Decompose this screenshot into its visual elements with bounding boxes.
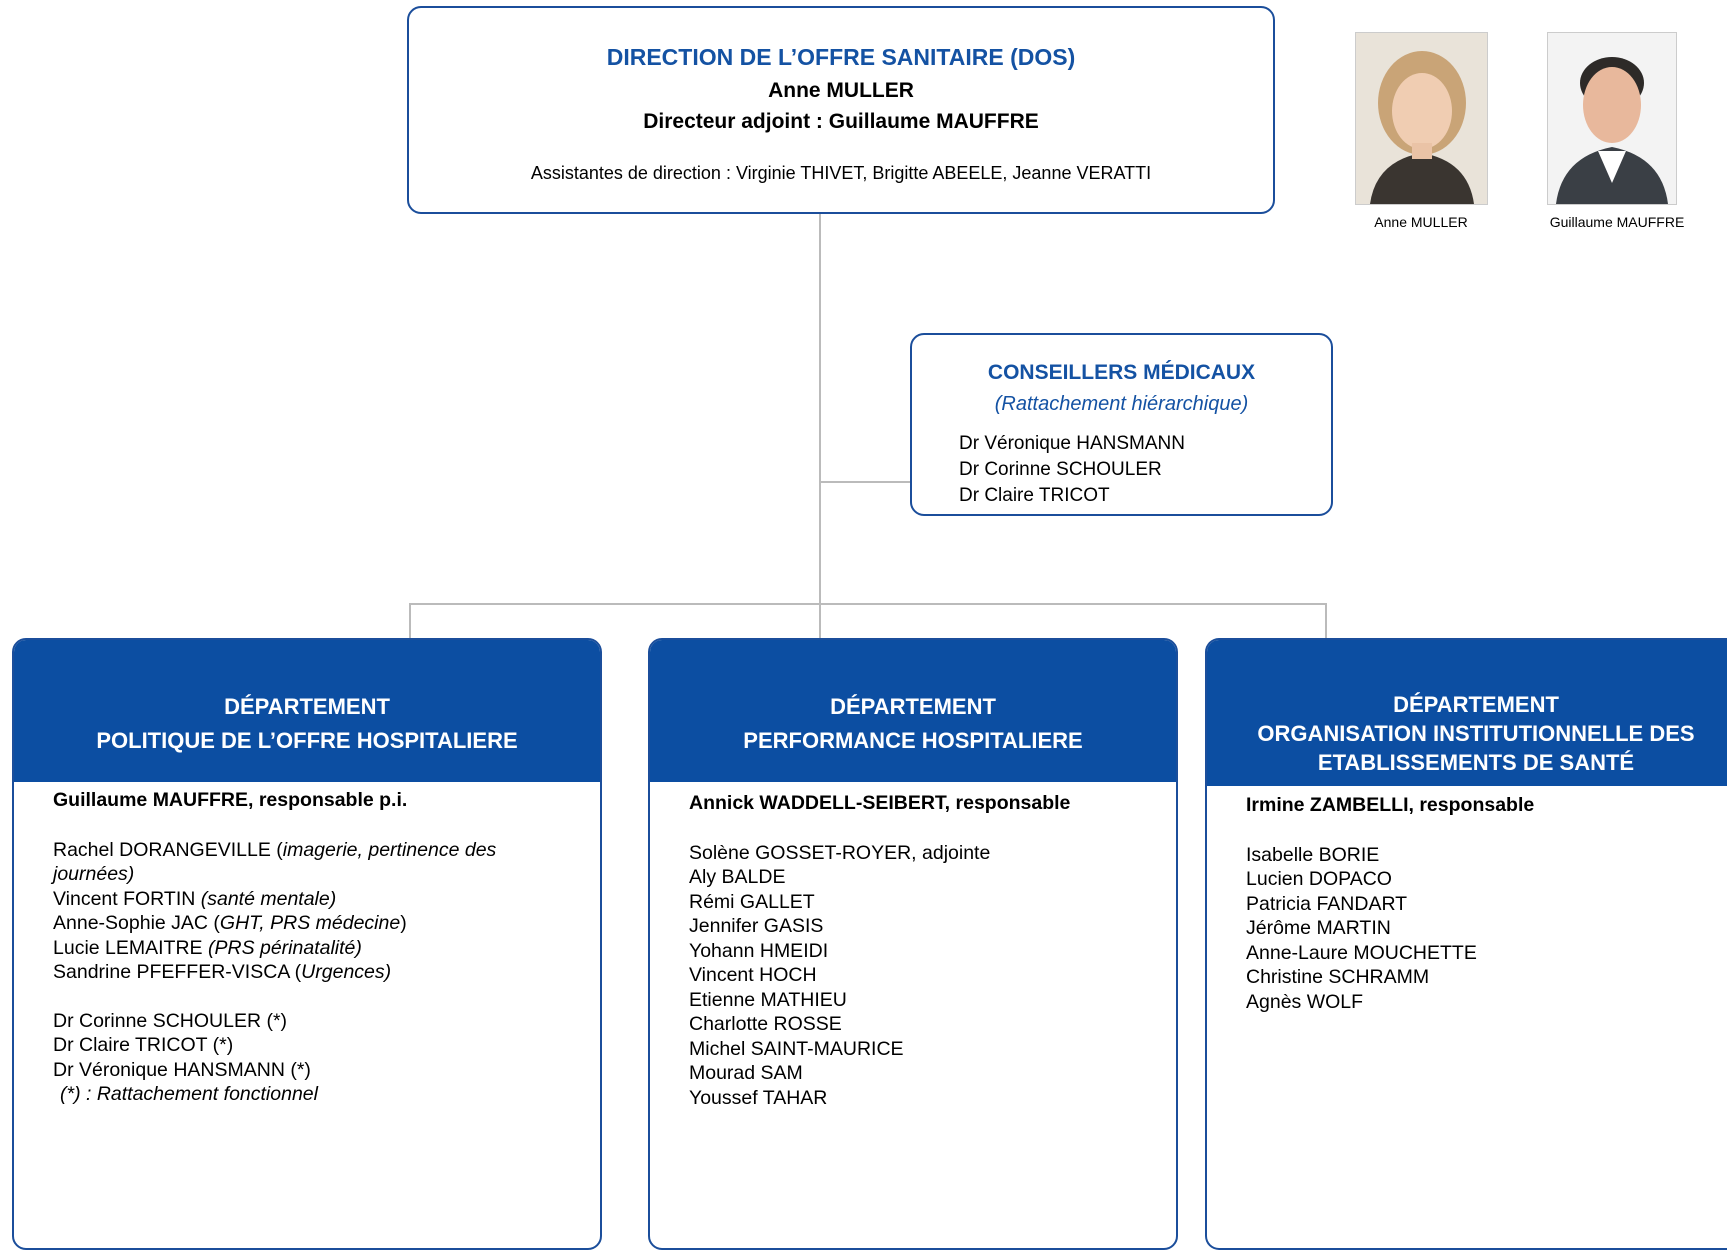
list-item: Youssef TAHAR bbox=[689, 1086, 828, 1109]
department-performance: DÉPARTEMENT PERFORMANCE HOSPITALIERE Ann… bbox=[648, 638, 1178, 1250]
list-item: Christine SCHRAMM bbox=[1246, 966, 1430, 988]
department-title-line: ORGANISATION INSTITUTIONNELLE DES bbox=[1257, 721, 1695, 746]
list-item: Jennifer GASIS bbox=[689, 915, 824, 937]
list-item: Charlotte ROSSE bbox=[689, 1013, 842, 1035]
portrait-man-icon bbox=[1548, 33, 1676, 204]
direction-box: DIRECTION DE L’OFFRE SANITAIRE (DOS) Ann… bbox=[407, 6, 1275, 214]
deputy-director: Directeur adjoint : Guillaume MAUFFRE bbox=[409, 110, 1273, 134]
list-item: Rémi GALLET bbox=[689, 890, 815, 913]
list-item: Vincent FORTIN (santé mentale) bbox=[53, 887, 337, 910]
list-item: Dr Corinne SCHOULER bbox=[959, 459, 1162, 480]
department-title-line: ETABLISSEMENTS DE SANTÉ bbox=[1317, 750, 1635, 775]
medical-advisors-subtitle: (Rattachement hiérarchique) bbox=[994, 393, 1249, 415]
connector-dept3 bbox=[1325, 603, 1327, 638]
medical-advisors-box: CONSEILLERS MÉDICAUX (Rattachement hiéra… bbox=[910, 333, 1333, 516]
list-item: Solène GOSSET-ROYER, adjointe bbox=[689, 841, 991, 864]
spacer bbox=[53, 985, 580, 1009]
department-title-line: DÉPARTEMENT bbox=[224, 694, 390, 719]
portrait-woman-icon bbox=[1356, 33, 1487, 204]
photo-caption: Guillaume MAUFFRE bbox=[1549, 214, 1685, 230]
department-title-line: DÉPARTEMENT bbox=[830, 694, 996, 719]
direction-title: DIRECTION DE L’OFFRE SANITAIRE (DOS) bbox=[606, 44, 1076, 70]
department-title-line: DÉPARTEMENT bbox=[1393, 692, 1559, 717]
department-title-line: POLITIQUE DE L’OFFRE HOSPITALIERE bbox=[96, 728, 518, 753]
medical-advisors-title: CONSEILLERS MÉDICAUX bbox=[987, 361, 1256, 384]
deputy-label: Directeur adjoint : bbox=[643, 110, 829, 133]
department-title-line: PERFORMANCE HOSPITALIERE bbox=[743, 728, 1083, 753]
connector-main-vertical bbox=[819, 214, 821, 604]
department-responsible: Guillaume MAUFFRE, responsable p.i. bbox=[53, 789, 408, 811]
list-item: Yohann HMEIDI bbox=[689, 939, 829, 962]
list-item: Jérôme MARTIN bbox=[1246, 917, 1391, 939]
department-body: Irmine ZAMBELLI, responsable Isabelle BO… bbox=[1246, 793, 1725, 1014]
list-item: Michel SAINT-MAURICE bbox=[689, 1037, 904, 1060]
list-item: Agnès WOLF bbox=[1246, 990, 1364, 1013]
list-item: Lucien DOPACO bbox=[1246, 868, 1392, 890]
department-politique-offre: DÉPARTEMENT POLITIQUE DE L’OFFRE HOSPITA… bbox=[12, 638, 602, 1250]
medical-advisors-list: Dr Véronique HANSMANN Dr Corinne SCHOULE… bbox=[959, 431, 1185, 509]
connector-dept2 bbox=[819, 603, 821, 638]
connector-to-medical bbox=[820, 481, 910, 483]
department-header: DÉPARTEMENT PERFORMANCE HOSPITALIERE bbox=[650, 640, 1176, 782]
list-item: Mourad SAM bbox=[689, 1062, 803, 1084]
department-body: Annick WADDELL-SEIBERT, responsable Solè… bbox=[689, 791, 1156, 1110]
department-header: DÉPARTEMENT ORGANISATION INSTITUTIONNELL… bbox=[1207, 640, 1727, 786]
department-responsible: Annick WADDELL-SEIBERT, responsable bbox=[689, 792, 1071, 814]
connector-dept1 bbox=[409, 603, 411, 638]
department-organisation-institutionnelle: DÉPARTEMENT ORGANISATION INSTITUTIONNELL… bbox=[1205, 638, 1727, 1250]
list-item: Rachel DORANGEVILLE (imagerie, pertinenc… bbox=[53, 838, 497, 886]
list-item: Patricia FANDART bbox=[1246, 892, 1408, 915]
photo-anne-muller bbox=[1355, 32, 1488, 205]
footnote: (*) : Rattachement fonctionnel bbox=[60, 1083, 318, 1105]
list-item: Dr Corinne SCHOULER (*) bbox=[53, 1009, 288, 1032]
list-item: Aly BALDE bbox=[689, 866, 786, 888]
list-item: Dr Véronique HANSMANN (*) bbox=[53, 1058, 311, 1081]
direction-assistants: Assistantes de direction : Virginie THIV… bbox=[530, 163, 1152, 183]
deputy-name: Guillaume MAUFFRE bbox=[828, 110, 1039, 133]
photo-caption: Anne MULLER bbox=[1374, 214, 1468, 230]
photo-guillaume-mauffre bbox=[1547, 32, 1677, 205]
department-header: DÉPARTEMENT POLITIQUE DE L’OFFRE HOSPITA… bbox=[14, 640, 600, 782]
list-item: Dr Claire TRICOT (*) bbox=[53, 1034, 234, 1056]
list-item: Anne-Sophie JAC (GHT, PRS médecine) bbox=[53, 912, 407, 934]
connector-horizontal bbox=[409, 603, 1327, 605]
list-item: Dr Claire TRICOT bbox=[959, 485, 1110, 506]
list-item: Anne-Laure MOUCHETTE bbox=[1246, 941, 1477, 964]
list-item: Lucie LEMAITRE (PRS périnatalité) bbox=[53, 936, 362, 959]
list-item: Etienne MATHIEU bbox=[689, 988, 847, 1011]
department-body: Guillaume MAUFFRE, responsable p.i. Rach… bbox=[53, 788, 580, 1107]
list-item: Sandrine PFEFFER-VISCA (Urgences) bbox=[53, 961, 392, 983]
director-name: Anne MULLER bbox=[768, 79, 914, 102]
department-responsible: Irmine ZAMBELLI, responsable bbox=[1246, 794, 1535, 816]
list-item: Vincent HOCH bbox=[689, 964, 817, 986]
list-item: Isabelle BORIE bbox=[1246, 843, 1380, 866]
list-item: Dr Véronique HANSMANN bbox=[959, 433, 1185, 454]
